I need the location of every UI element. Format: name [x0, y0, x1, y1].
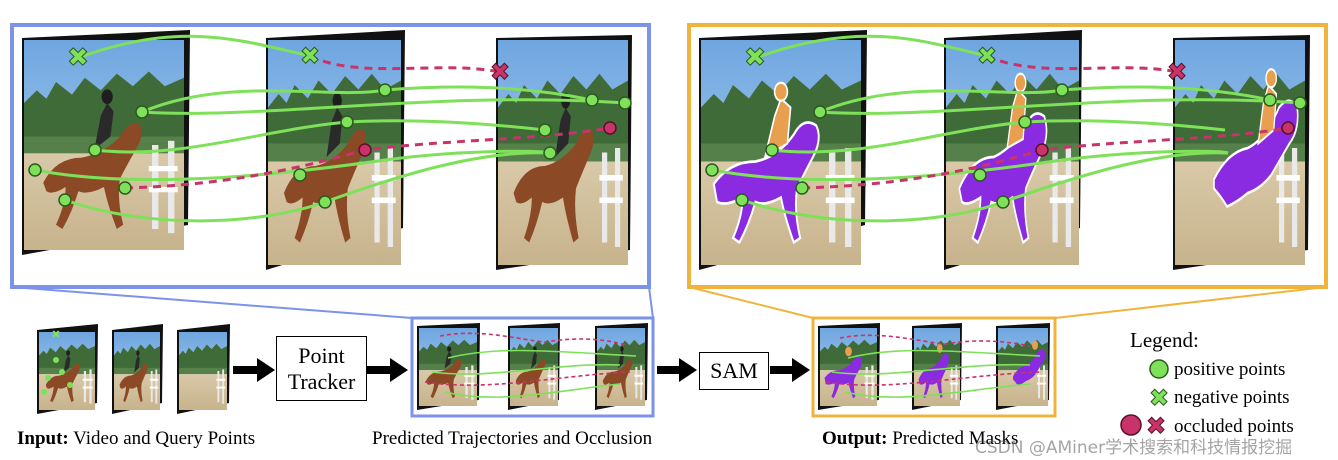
zoom-line-left-a: [11, 286, 413, 319]
legend-positive-label: positive points: [1174, 359, 1286, 380]
input-caption-bold: Input:: [17, 428, 69, 449]
output-caption: Output: Predicted Masks: [822, 429, 1018, 448]
output-caption-text: Predicted Masks: [887, 428, 1019, 449]
trajectory-thumbnail-frame: [410, 316, 655, 418]
mask-thumbnail: [818, 323, 1050, 410]
trajectory-panel-frame: [10, 23, 651, 289]
mask-frame-2: [944, 30, 1082, 270]
mask-thumbnail-frame: [811, 316, 1057, 418]
output-caption-bold: Output:: [822, 428, 888, 449]
mask-panel-frame: [687, 23, 1328, 289]
point-tracker-block: Point Tracker: [276, 336, 367, 401]
legend-negative-marker: ✖: [1149, 384, 1169, 412]
zoom-line-right-a: [688, 286, 814, 319]
point-tracker-label-line2: Tracker: [287, 368, 356, 394]
arrow-1: [233, 358, 275, 382]
arrow-4: [770, 358, 810, 382]
zoom-line-left-b: [648, 286, 654, 319]
svg-text:✖: ✖: [1167, 58, 1187, 86]
svg-text:✖: ✖: [490, 58, 510, 86]
trajectory-thumbnail: [417, 323, 648, 410]
middle-caption: Predicted Trajectories and Occlusion: [372, 428, 653, 449]
video-frame-2: [266, 30, 405, 270]
legend-occluded-label: occluded points: [1174, 416, 1294, 437]
legend-title: Legend:: [1130, 328, 1199, 352]
svg-text:✖: ✖: [744, 43, 766, 73]
mask-frame-3: [1173, 35, 1310, 270]
legend-occluded-circle-marker: [1120, 414, 1142, 436]
watermark: CSDN @AMiner学术搜索和科技情报挖掘: [975, 438, 1293, 458]
legend-negative-label: negative points: [1174, 387, 1290, 408]
svg-text:✖: ✖: [51, 328, 60, 341]
svg-text:✖: ✖: [300, 42, 320, 70]
input-thumbnails: ✖: [37, 324, 230, 414]
sam-label: SAM: [710, 358, 758, 384]
svg-text:✖: ✖: [977, 42, 997, 70]
zoom-line-right-b: [1054, 286, 1327, 319]
svg-text:✖: ✖: [67, 43, 89, 73]
sam-block: SAM: [699, 352, 769, 390]
legend-occluded-cross-marker: ✖: [1146, 412, 1166, 440]
arrow-2: [366, 358, 408, 382]
legend-positive-marker: [1149, 359, 1169, 379]
input-caption: Input: Video and Query Points: [17, 429, 255, 448]
query-points-top-left: ✖ ✖ ✖: [28, 42, 632, 209]
arrow-3: [657, 358, 697, 382]
input-caption-text: Video and Query Points: [68, 428, 256, 449]
video-frame-3: [496, 35, 632, 270]
point-tracker-label-line1: Point: [298, 343, 345, 369]
query-points-top-right: ✖ ✖ ✖: [705, 42, 1307, 209]
